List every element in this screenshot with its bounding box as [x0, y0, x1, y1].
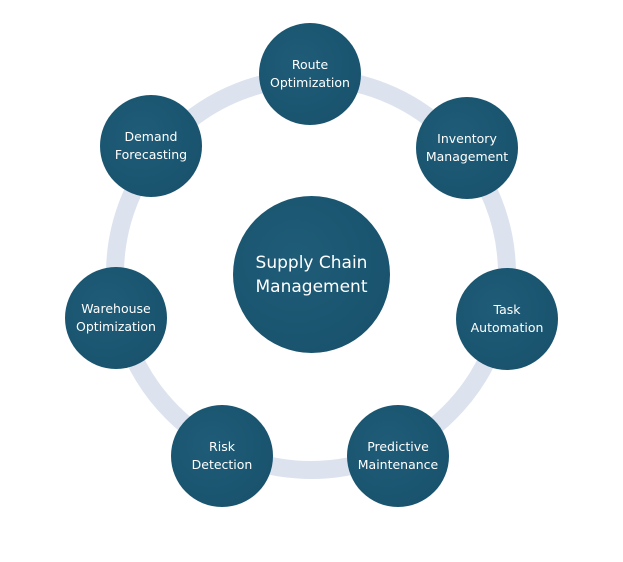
- node-label-line2: Forecasting: [114, 147, 188, 162]
- node-risk-detection: Risk Detection: [171, 405, 273, 507]
- node-label: Risk Detection: [186, 438, 259, 474]
- node-demand-forecasting: Demand Forecasting: [100, 95, 202, 197]
- node-label-line1: Task: [493, 302, 521, 317]
- node-warehouse-optimization: Warehouse Optimization: [65, 267, 167, 369]
- node-label-line1: Route: [291, 57, 329, 72]
- node-label: Task Automation: [465, 301, 550, 337]
- center-node-label: Supply Chain Management: [250, 251, 374, 299]
- node-label-line2: Optimization: [270, 75, 350, 90]
- node-label: Warehouse Optimization: [70, 300, 162, 336]
- node-label-line1: Inventory: [437, 131, 497, 146]
- center-label-line1: Supply Chain: [255, 252, 368, 273]
- node-label: Inventory Management: [420, 130, 514, 166]
- node-label-line1: Predictive: [367, 439, 429, 454]
- node-label-line1: Demand: [124, 129, 178, 144]
- node-inventory-management: Inventory Management: [416, 97, 518, 199]
- node-label-line2: Maintenance: [357, 457, 439, 472]
- center-label-line2: Management: [255, 276, 368, 297]
- node-task-automation: Task Automation: [456, 268, 558, 370]
- node-label-line2: Detection: [191, 457, 253, 472]
- node-label-line1: Risk: [209, 439, 235, 454]
- node-label-line2: Optimization: [76, 319, 156, 334]
- node-label-line1: Warehouse: [81, 301, 151, 316]
- node-label: Predictive Maintenance: [352, 438, 445, 474]
- node-route-optimization: Route Optimization: [259, 23, 361, 125]
- node-label: Demand Forecasting: [109, 128, 193, 164]
- node-label-line2: Automation: [470, 320, 544, 335]
- node-predictive-maintenance: Predictive Maintenance: [347, 405, 449, 507]
- node-label: Route Optimization: [264, 56, 356, 92]
- center-node-supply-chain-management: Supply Chain Management: [233, 196, 390, 353]
- node-label-line2: Management: [425, 149, 509, 164]
